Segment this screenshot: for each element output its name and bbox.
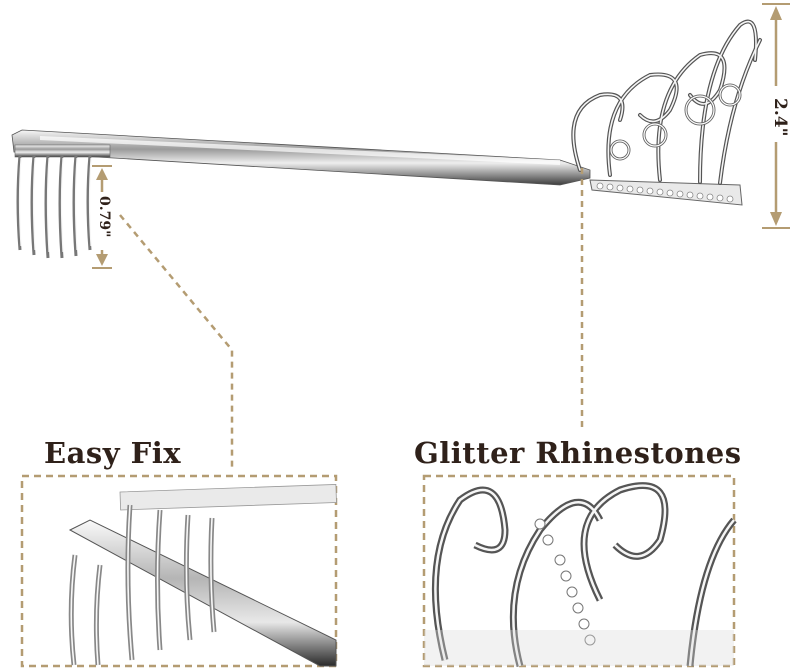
comb-height-label: 0.79": [96, 196, 112, 238]
glitter-rhinestones-title: Glitter Rhinestones: [414, 436, 742, 470]
detail-frame-easy-fix: [20, 474, 338, 668]
headband: [11, 129, 591, 186]
callout-lines: [119, 168, 584, 470]
easy-fix-title: Easy Fix: [44, 436, 182, 470]
dimension-height-marker: [762, 3, 790, 229]
height-label: 2.4": [770, 98, 790, 137]
crown: [571, 19, 762, 206]
dimension-comb-marker: [92, 165, 112, 269]
comb: [14, 144, 111, 259]
detail-frame-rhinestones: [422, 474, 737, 668]
